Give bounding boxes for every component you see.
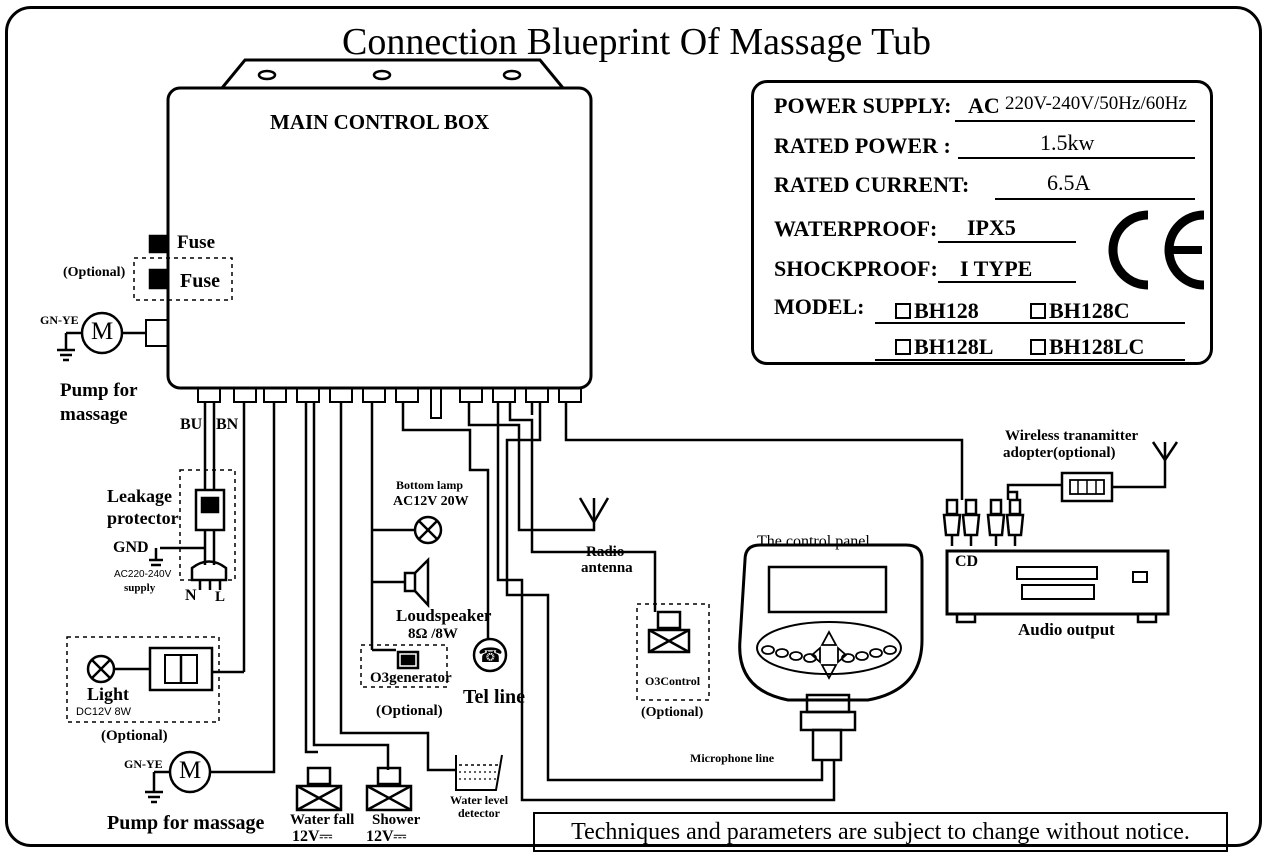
model-option-bh128l[interactable]: BH128L [895, 334, 993, 360]
shockproof-label: SHOCKPROOF: [774, 256, 938, 281]
telephone-icon: ☎ [478, 645, 503, 667]
spec-underline [938, 241, 1076, 243]
pump-bottom-label: Pump for massage [107, 812, 265, 834]
spec-underline [955, 120, 1195, 122]
pump-label: massage [60, 404, 128, 425]
model-checkbox[interactable] [895, 339, 911, 355]
power-supply-label: POWER SUPPLY: [774, 93, 952, 118]
spec-underline [875, 322, 1185, 324]
tel-line-label: Tel line [463, 686, 526, 708]
power-supply-ac: AC [968, 93, 1000, 118]
model-option-bh128[interactable]: BH128 [895, 298, 979, 324]
model-option-bh128c[interactable]: BH128C [1030, 298, 1130, 324]
waterproof-label: WATERPROOF: [774, 216, 938, 241]
shockproof-value: I TYPE [960, 256, 1033, 281]
water-level-label: Water level [450, 793, 509, 807]
spec-underline [995, 198, 1195, 200]
ce-mark-icon [1108, 210, 1205, 290]
fuse-label: Fuse [177, 232, 215, 253]
model-checkbox[interactable] [895, 303, 911, 319]
n-terminal-label: N [185, 587, 197, 604]
rated-power-label: RATED POWER : [774, 133, 951, 158]
model-checkbox[interactable] [1030, 303, 1046, 319]
spec-underline [875, 359, 1185, 361]
rated-power-value: 1.5kw [1040, 130, 1095, 155]
rated-current-value: 6.5A [1047, 170, 1091, 195]
o3-generator-label: O3generator [370, 670, 452, 686]
bu-label: BU [180, 416, 203, 433]
spec-panel [751, 80, 1213, 365]
model-option-label: BH128 [914, 298, 979, 323]
waterfall-label: Water fall [290, 812, 355, 828]
motor-icon: M [179, 757, 202, 784]
microphone-line-label: Microphone line [690, 751, 775, 765]
model-label: MODEL: [774, 294, 865, 319]
waterfall-voltage: 12V⎓ [292, 828, 333, 845]
motor-icon: M [91, 318, 114, 345]
loudspeaker-label: Loudspeaker [396, 606, 492, 625]
spec-underline [958, 157, 1195, 159]
control-panel-label: The control panel [757, 533, 870, 550]
control-panel-body [738, 543, 924, 702]
o3-control-optional: (Optional) [641, 705, 704, 720]
radio-antenna-label: antenna [581, 560, 633, 576]
audio-output-label: Audio output [1018, 620, 1115, 639]
cd-player [945, 549, 1170, 616]
diagram-title: Connection Blueprint Of Massage Tub [342, 21, 931, 63]
leakage-label: protector [107, 508, 179, 528]
model-option-label: BH128L [914, 334, 994, 359]
o3-generator-optional: (Optional) [376, 703, 443, 719]
gnye-label: GN-YE [40, 313, 79, 327]
water-level-label: detector [458, 806, 500, 820]
light-label: Light [87, 684, 130, 704]
shower-voltage: 12V⎓ [366, 828, 407, 845]
gnd-label: GND [113, 539, 149, 556]
leakage-label: Leakage [107, 486, 172, 506]
light-spec: DC12V 8W [76, 706, 132, 718]
box-mount-bracket [220, 58, 565, 89]
model-option-label: BH128C [1049, 298, 1130, 323]
loudspeaker-label: 8Ω /8W [408, 626, 458, 642]
supply-label: supply [124, 582, 156, 594]
wireless-label: Wireless tranamitter [1005, 428, 1139, 444]
light-optional: (Optional) [101, 728, 168, 744]
wireless-label: adopter(optional) [1003, 445, 1116, 461]
model-option-bh128lc[interactable]: BH128LC [1030, 334, 1144, 360]
fuse-optional-note: (Optional) [63, 265, 126, 280]
supply-label: AC220-240V [114, 569, 172, 580]
model-checkbox[interactable] [1030, 339, 1046, 355]
fuse-label-optional: Fuse [180, 270, 220, 292]
cd-label: CD [955, 553, 979, 570]
radio-antenna-label: Radio [586, 544, 625, 560]
spec-underline [938, 281, 1076, 283]
mount-hole [372, 69, 392, 81]
shower-label: Shower [372, 812, 421, 828]
power-supply-value: 220V-240V/50Hz/60Hz [1005, 93, 1187, 114]
bottom-lamp-label: Bottom lamp [396, 478, 463, 492]
pump-label: Pump for [60, 380, 138, 401]
gnye-label: GN-YE [124, 757, 163, 771]
diagram-frame [5, 6, 1262, 847]
rated-current-label: RATED CURRENT: [774, 172, 970, 197]
control-box-label: MAIN CONTROL BOX [270, 110, 490, 134]
waterproof-value: IPX5 [967, 215, 1016, 240]
bottom-lamp-label: AC12V 20W [393, 494, 469, 509]
disclaimer-notice: Techniques and parameters are subject to… [533, 812, 1228, 852]
model-option-label: BH128LC [1049, 334, 1145, 359]
o3-control-label: O3Control [645, 674, 701, 688]
mount-hole [257, 69, 277, 81]
bn-label: BN [216, 416, 239, 433]
l-terminal-label: L [215, 589, 226, 605]
mount-hole [502, 69, 522, 81]
cable-glands [197, 387, 582, 419]
